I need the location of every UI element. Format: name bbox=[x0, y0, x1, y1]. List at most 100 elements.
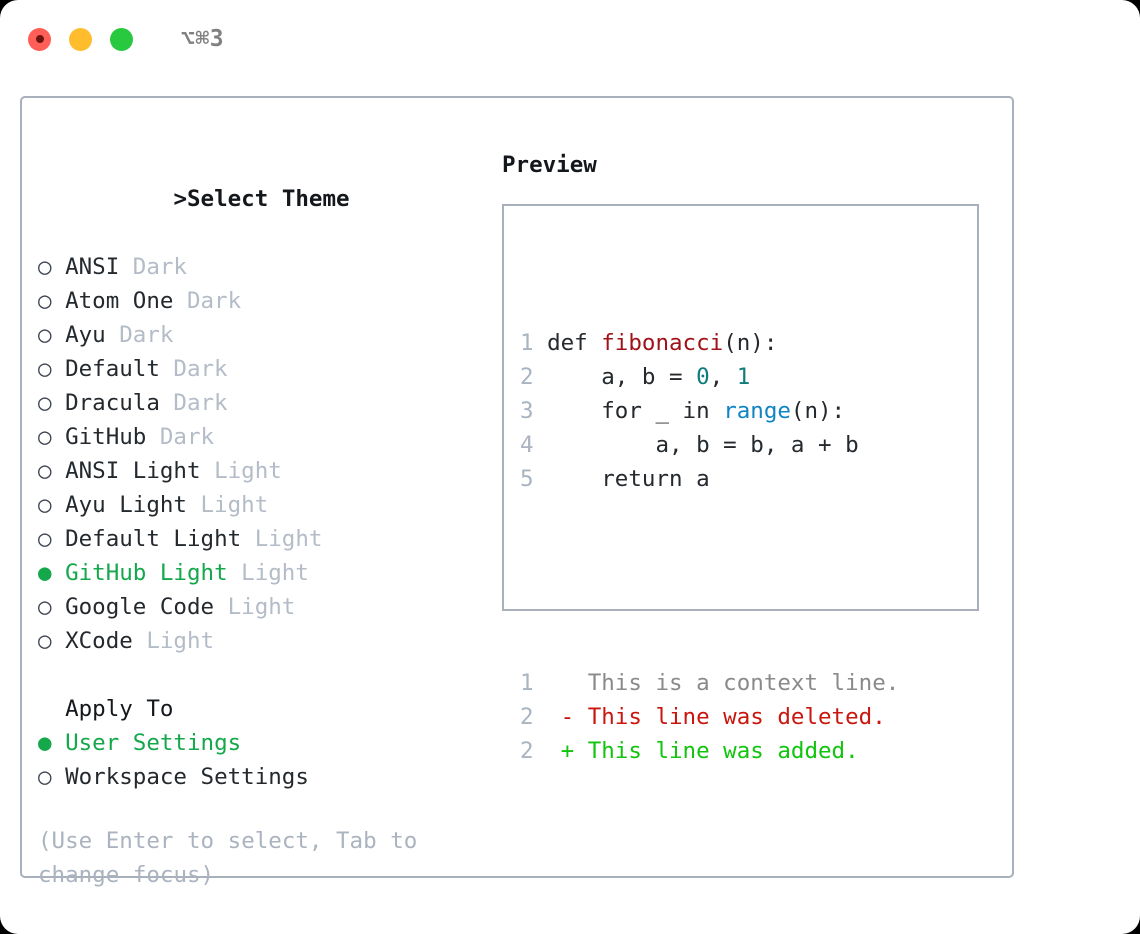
spacer bbox=[52, 352, 66, 386]
theme-option[interactable]: ○ Ayu Dark bbox=[38, 318, 468, 352]
section-spacer bbox=[38, 658, 468, 692]
theme-option[interactable]: ○ Dracula Dark bbox=[38, 386, 468, 420]
window-controls bbox=[28, 27, 133, 51]
apply-to-heading: Apply To bbox=[65, 696, 174, 722]
theme-option-badge: Light bbox=[241, 560, 309, 586]
code-token: def bbox=[533, 330, 602, 356]
theme-option-badge: Light bbox=[146, 628, 215, 654]
theme-option[interactable]: ○ XCode Light bbox=[38, 624, 468, 658]
code-line: 3 for _ in range(n): bbox=[520, 394, 899, 428]
spacer bbox=[119, 250, 133, 284]
radio-unselected-icon: ○ bbox=[38, 424, 52, 450]
spacer bbox=[52, 760, 66, 794]
theme-selector-column: >Select Theme ○ ANSI Dark○ Atom One Dark… bbox=[38, 148, 468, 892]
close-button[interactable] bbox=[28, 27, 51, 51]
apply-to-option[interactable]: ● User Settings bbox=[38, 726, 468, 760]
select-theme-heading-label: Select Theme bbox=[187, 186, 350, 212]
theme-option[interactable]: ○ Atom One Dark bbox=[38, 284, 468, 318]
radio-unselected-icon: ○ bbox=[38, 322, 52, 348]
theme-option-label: Dracula bbox=[65, 390, 160, 416]
spacer bbox=[52, 318, 66, 352]
code-blank-line bbox=[520, 564, 899, 598]
content-panel: >Select Theme ○ ANSI Dark○ Atom One Dark… bbox=[20, 96, 1014, 888]
diff-marker bbox=[534, 670, 588, 696]
preview-column: Preview 1 def fibonacci(n):2 a, b = 0, 1… bbox=[502, 148, 1002, 764]
radio-selected-icon: ● bbox=[38, 560, 52, 586]
theme-option-badge: Dark bbox=[173, 390, 228, 416]
diff-marker: - bbox=[533, 704, 588, 730]
minimize-button[interactable] bbox=[69, 27, 92, 51]
spacer bbox=[173, 284, 187, 318]
radio-unselected-icon: ○ bbox=[38, 526, 52, 552]
diff-marker: + bbox=[533, 738, 588, 764]
keyboard-shortcut-label: ⌥⌘3 bbox=[181, 26, 225, 52]
code-token: (n): bbox=[790, 398, 846, 424]
code-token: a, b = b, a + b bbox=[533, 432, 859, 458]
theme-list: ○ ANSI Dark○ Atom One Dark○ Ayu Dark○ De… bbox=[38, 250, 468, 658]
spacer bbox=[52, 454, 66, 488]
code-token: for _ in bbox=[533, 398, 724, 424]
code-line: 1 def fibonacci(n): bbox=[520, 326, 899, 360]
spacer bbox=[187, 488, 201, 522]
code-line: 4 a, b = b, a + b bbox=[520, 428, 899, 462]
spacer bbox=[52, 522, 66, 556]
theme-option[interactable]: ○ Default Light Light bbox=[38, 522, 468, 556]
theme-option-badge: Dark bbox=[132, 254, 187, 280]
apply-to-option[interactable]: ○ Workspace Settings bbox=[38, 760, 468, 794]
theme-option[interactable]: ● GitHub Light Light bbox=[38, 556, 468, 590]
radio-selected-icon: ● bbox=[38, 730, 52, 756]
theme-option-label: ANSI Light bbox=[65, 458, 201, 484]
spacer bbox=[160, 386, 174, 420]
spacer bbox=[52, 284, 66, 318]
title-bar: ⌥⌘3 bbox=[0, 0, 1140, 78]
line-number: 4 bbox=[520, 432, 534, 458]
theme-option[interactable]: ○ Default Dark bbox=[38, 352, 468, 386]
diff-text: This is a context line. bbox=[587, 670, 900, 696]
spacer bbox=[214, 590, 228, 624]
theme-option[interactable]: ○ Ayu Light Light bbox=[38, 488, 468, 522]
apply-to-option-label: User Settings bbox=[65, 730, 242, 756]
code-line: 5 return a bbox=[520, 462, 899, 496]
spacer bbox=[52, 556, 66, 590]
spacer bbox=[52, 624, 66, 658]
theme-option-label: XCode bbox=[65, 628, 133, 654]
code-token: 0 bbox=[696, 364, 710, 390]
code-token: return a bbox=[533, 466, 710, 492]
theme-option-badge: Dark bbox=[119, 322, 174, 348]
radio-unselected-icon: ○ bbox=[38, 288, 52, 314]
line-number: 3 bbox=[520, 398, 534, 424]
theme-option-badge: Light bbox=[254, 526, 323, 552]
spacer bbox=[201, 454, 215, 488]
theme-option[interactable]: ○ ANSI Dark bbox=[38, 250, 468, 284]
radio-unselected-icon: ○ bbox=[38, 594, 52, 620]
apply-to-option-label: Workspace Settings bbox=[65, 764, 309, 790]
theme-option-label: Ayu bbox=[65, 322, 106, 348]
code-token: fibonacci bbox=[601, 330, 724, 356]
spacer bbox=[52, 386, 66, 420]
theme-option-label: Ayu Light bbox=[65, 492, 187, 518]
theme-option[interactable]: ○ GitHub Dark bbox=[38, 420, 468, 454]
code-token: a, b = bbox=[533, 364, 697, 390]
theme-option[interactable]: ○ Google Code Light bbox=[38, 590, 468, 624]
diff-text: This line was added. bbox=[587, 738, 859, 764]
theme-option-badge: Dark bbox=[186, 288, 242, 314]
line-number: 2 bbox=[520, 364, 534, 390]
code-token: (n): bbox=[723, 330, 778, 356]
line-number: 5 bbox=[520, 466, 534, 492]
diff-line: 2 - This line was deleted. bbox=[520, 700, 899, 734]
theme-option-badge: Light bbox=[227, 594, 296, 620]
theme-option-label: Default Light bbox=[65, 526, 242, 552]
select-theme-heading: >Select Theme bbox=[38, 148, 468, 250]
theme-option-label: Google Code bbox=[65, 594, 215, 620]
spacer bbox=[146, 420, 160, 454]
theme-option-badge: Dark bbox=[159, 424, 215, 450]
radio-unselected-icon: ○ bbox=[38, 356, 52, 382]
focus-caret-icon: > bbox=[173, 186, 188, 212]
radio-unselected-icon: ○ bbox=[38, 628, 52, 654]
theme-option[interactable]: ○ ANSI Light Light bbox=[38, 454, 468, 488]
zoom-button[interactable] bbox=[110, 27, 133, 51]
